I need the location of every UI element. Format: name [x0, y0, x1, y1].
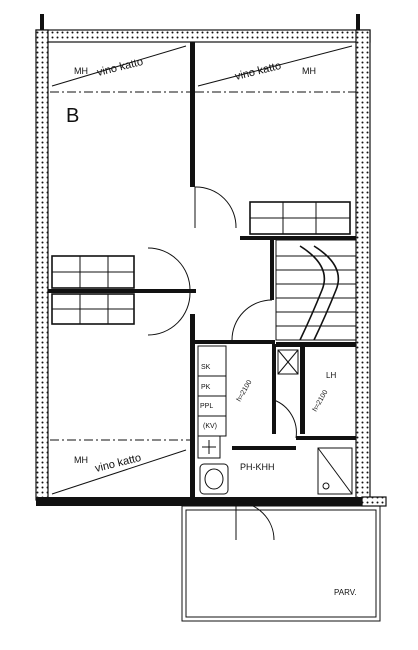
label-parv: PARV. [334, 588, 357, 597]
bathroom-fixtures [199, 447, 353, 495]
label-h-left: h=2100 [236, 379, 254, 403]
doors [147, 186, 297, 541]
label-vino-bottom: vino katto [94, 452, 143, 475]
label-ph-khh: PH-KHH [240, 462, 275, 472]
label-vino-top-left: vino katto [96, 56, 145, 79]
label-vino-top-right: vino katto [234, 60, 283, 83]
label-ppl: PPL [200, 403, 213, 410]
utility-room [277, 349, 299, 375]
interior-walls [48, 42, 356, 497]
closets [197, 345, 227, 459]
label-h-right: h=2100 [312, 389, 330, 413]
label-sk: SK [201, 364, 211, 371]
label-kv: (KV) [203, 423, 217, 430]
ceiling-lines [50, 45, 356, 495]
windows [51, 201, 351, 325]
label-lh: LH [326, 371, 336, 380]
label-mh-top-left: MH [74, 66, 88, 76]
staircase [275, 239, 357, 341]
exterior-walls [35, 14, 387, 507]
label-apartment: B [66, 105, 79, 127]
balcony [181, 505, 381, 622]
label-mh-top-right: MH [302, 66, 316, 76]
label-mh-bottom: MH [74, 455, 88, 465]
label-pk: PK [201, 384, 211, 391]
